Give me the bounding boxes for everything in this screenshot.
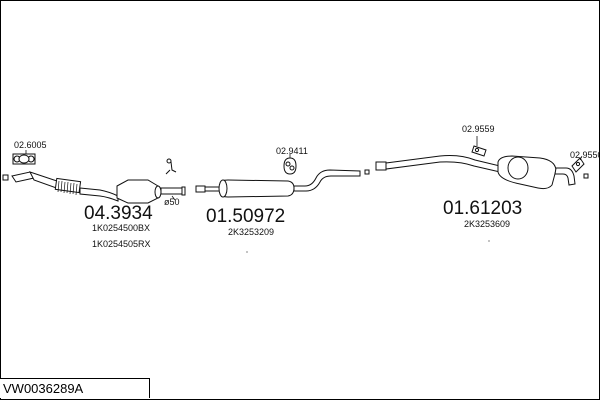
rear-hanger-icon — [471, 145, 487, 157]
dot-mark — [246, 251, 248, 253]
part-3-ref-1: 2K3253609 — [464, 219, 510, 229]
rear-silencer-face-icon — [507, 156, 529, 180]
accessory-label-2: 02.9411 — [276, 146, 308, 156]
flange-marker-icon — [2, 174, 9, 181]
center-outlet-pipe-icon — [293, 169, 361, 192]
part-number-2: 01.50972 — [206, 206, 285, 227]
part-1-ref-1: 1K0254500BX — [92, 223, 150, 233]
dot-mark — [488, 240, 490, 242]
gasket-icon — [12, 153, 36, 165]
center-silencer-drawing — [195, 169, 361, 198]
bellows-ribs — [57, 180, 78, 196]
rear-sleeve-icon — [375, 161, 387, 171]
front-pipe-catalyst-drawing — [2, 158, 186, 204]
rear-inlet-pipe-icon — [385, 155, 501, 173]
pipe-diameter-label: ø50 — [164, 197, 180, 207]
outlet-flange-icon — [181, 186, 186, 196]
end-marker-icon — [583, 173, 589, 179]
catalyst-bracket-icon — [165, 161, 177, 175]
part-number-3: 01.61203 — [443, 198, 522, 219]
mid-pipe-icon — [79, 187, 119, 202]
catalytic-converter-icon — [116, 179, 159, 204]
part-2-ref-1: 2K3253209 — [228, 227, 274, 237]
center-silencer-icon — [219, 179, 295, 198]
connector-marker-icon — [364, 169, 370, 175]
tailpipe-icon — [554, 167, 576, 186]
part-1-ref-2: 1K0254505RX — [92, 239, 151, 249]
catalyst-end-cap-icon — [154, 185, 162, 199]
bracket-bolt-icon — [166, 158, 172, 164]
tail-hanger-icon — [571, 157, 585, 173]
accessory-label-1: 02.6005 — [14, 140, 47, 150]
diagram-code-box: VW0036289A — [0, 378, 150, 398]
part-number-1: 04.3934 — [84, 203, 153, 224]
leader-lines — [25, 136, 583, 201]
accessory-label-3: 02.9559 — [462, 124, 495, 134]
rubber-hanger-icon — [283, 157, 297, 175]
silencer-end-cap-icon — [218, 179, 228, 198]
accessory-label-4: 02.9550 — [570, 150, 600, 160]
rear-silencer-drawing — [375, 155, 576, 190]
catalyst-outlet-pipe-icon — [160, 187, 183, 195]
connector-sleeve-icon — [195, 185, 206, 193]
